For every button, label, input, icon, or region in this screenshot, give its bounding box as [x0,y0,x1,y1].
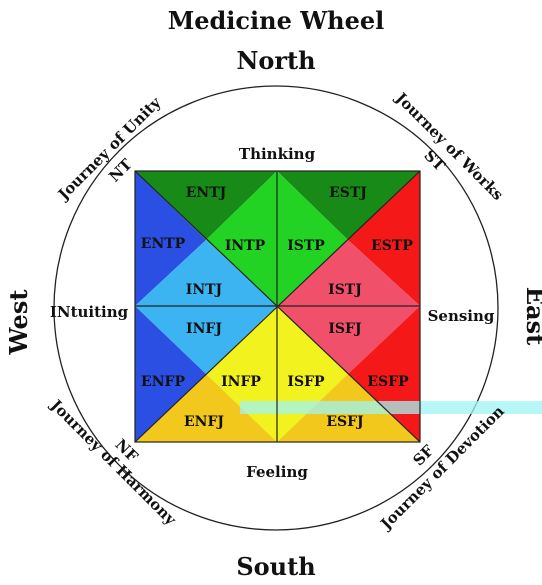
feeling-label: Feeling [246,463,308,481]
cyan-stripe [240,401,542,414]
region-intj [135,240,277,306]
type-intp: INTP [225,238,266,254]
region-enfp [135,306,206,442]
type-infp: INFP [221,374,261,390]
region-infj [135,306,277,374]
type-esfj: ESFJ [326,414,364,430]
type-isfj: ISFJ [328,321,362,337]
type-enfp: ENFP [141,374,185,390]
intuiting-label: INtuiting [50,303,129,321]
region-estj [277,171,420,240]
type-entp: ENTP [141,236,186,252]
region-istp [277,171,348,306]
sensing-label: Sensing [428,307,495,325]
type-istj: ISTJ [328,282,362,298]
region-intp [206,171,277,306]
north-label: North [236,46,315,75]
type-enfj: ENFJ [184,414,224,430]
west-label: West [4,290,33,356]
type-infj: INFJ [186,321,222,337]
type-estj: ESTJ [329,185,367,201]
type-intj: INTJ [186,282,223,298]
page-title: Medicine Wheel [168,6,385,35]
region-istj [277,240,420,306]
type-entj: ENTJ [186,185,227,201]
type-esfp: ESFP [367,374,409,390]
region-estp [348,171,420,306]
type-estp: ESTP [371,238,413,254]
type-isfp: ISFP [287,374,325,390]
south-label: South [236,552,315,581]
type-grid [134,170,542,443]
east-label: East [521,287,542,345]
type-istp: ISTP [287,238,325,254]
wheel-circle [53,85,499,531]
region-entj [135,171,277,240]
region-isfj [277,306,420,374]
thinking-label: Thinking [239,145,316,163]
region-entp [135,171,206,306]
region-enfj [135,374,277,442]
